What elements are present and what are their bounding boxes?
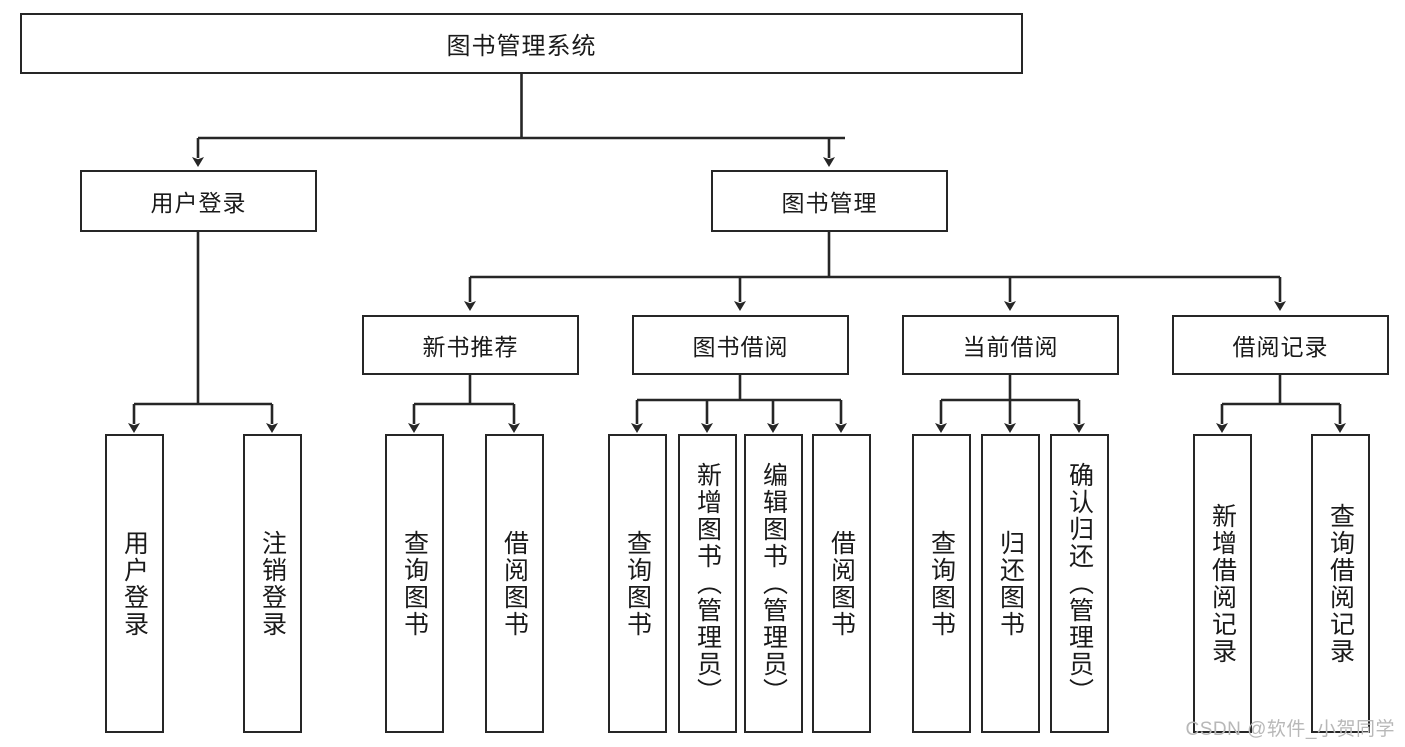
node-label: 借阅图书 [500, 529, 529, 638]
node-label: 用户登录 [150, 190, 247, 216]
leaf-user-login-signin[interactable]: 用户登录 [105, 434, 164, 733]
node-user-login[interactable]: 用户登录 [80, 170, 317, 232]
node-label: 图书管理系统 [446, 33, 597, 60]
csdn-watermark: CSDN @软件_小贺同学 [1185, 719, 1395, 740]
node-current-borrow[interactable]: 当前借阅 [902, 315, 1119, 375]
node-label: 查询图书 [623, 529, 652, 638]
leaf-current-return-book[interactable]: 归还图书 [981, 434, 1040, 733]
node-label: 新书推荐 [422, 334, 519, 360]
node-label: 编辑图书（管理员） [759, 462, 788, 705]
leaf-recommend-borrow-book[interactable]: 借阅图书 [485, 434, 544, 733]
node-label: 借阅图书 [827, 529, 856, 638]
node-label: 图书管理 [781, 190, 878, 216]
node-borrow-records[interactable]: 借阅记录 [1172, 315, 1389, 375]
node-label: 确认归还（管理员） [1065, 462, 1094, 705]
node-root-system[interactable]: 图书管理系统 [20, 13, 1023, 74]
leaf-records-query-record[interactable]: 查询借阅记录 [1311, 434, 1370, 733]
node-label: 借阅记录 [1232, 334, 1329, 360]
leaf-records-add-record[interactable]: 新增借阅记录 [1193, 434, 1252, 733]
node-label: 用户登录 [120, 529, 149, 638]
node-label: 新增图书（管理员） [693, 462, 722, 705]
leaf-borrow-borrow-book[interactable]: 借阅图书 [812, 434, 871, 733]
node-label: 新增借阅记录 [1208, 502, 1237, 665]
leaf-current-query-book[interactable]: 查询图书 [912, 434, 971, 733]
node-book-borrow[interactable]: 图书借阅 [632, 315, 849, 375]
leaf-borrow-add-book-admin[interactable]: 新增图书（管理员） [678, 434, 737, 733]
leaf-user-login-signout[interactable]: 注销登录 [243, 434, 302, 733]
node-label: 查询图书 [400, 529, 429, 638]
node-label: 归还图书 [996, 529, 1025, 638]
node-book-management[interactable]: 图书管理 [711, 170, 948, 232]
node-new-book-recommend[interactable]: 新书推荐 [362, 315, 579, 375]
leaf-recommend-query-book[interactable]: 查询图书 [385, 434, 444, 733]
leaf-borrow-query-book[interactable]: 查询图书 [608, 434, 667, 733]
node-label: 注销登录 [258, 529, 287, 638]
node-label: 查询图书 [927, 529, 956, 638]
node-label: 当前借阅 [962, 334, 1059, 360]
leaf-borrow-edit-book-admin[interactable]: 编辑图书（管理员） [744, 434, 803, 733]
leaf-current-confirm-return-admin[interactable]: 确认归还（管理员） [1050, 434, 1109, 733]
node-label: 查询借阅记录 [1326, 502, 1355, 665]
node-label: 图书借阅 [692, 334, 789, 360]
